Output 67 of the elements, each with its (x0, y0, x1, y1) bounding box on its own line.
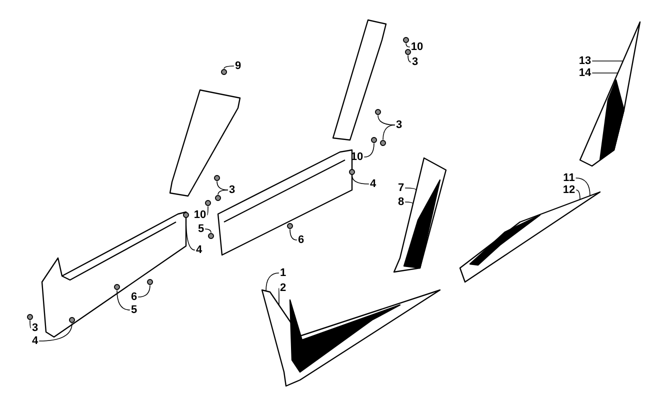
fastener (371, 137, 377, 143)
callout-number: 12 (562, 184, 576, 196)
callout-number: 4 (196, 244, 202, 256)
body-panel (261, 289, 441, 387)
fastener (114, 284, 120, 290)
callout-number: 14 (578, 67, 592, 79)
callout-number: 8 (398, 196, 404, 208)
body-panel (459, 191, 601, 283)
callout-number: 5 (198, 223, 204, 235)
fastener (208, 233, 214, 239)
callout-number: 1 (280, 267, 286, 279)
fastener (147, 279, 153, 285)
callout-number: 4 (370, 178, 376, 190)
leader-line (290, 228, 298, 240)
leader-line (352, 174, 370, 184)
fastener (375, 109, 381, 115)
callout-number: 13 (578, 55, 592, 67)
leader-line (218, 190, 228, 196)
callout-number: 5 (130, 304, 138, 316)
callout-number: 9 (234, 60, 242, 72)
leader-line (38, 322, 72, 342)
callout-number: 3 (412, 56, 418, 68)
fastener (405, 49, 411, 55)
body-panel (393, 157, 447, 273)
leader-line (408, 54, 412, 62)
leader-line (364, 142, 374, 158)
leader-line (204, 228, 212, 234)
leader-line (224, 66, 234, 70)
leader-line (404, 202, 414, 204)
leader-line (592, 72, 618, 74)
fastener (27, 314, 33, 320)
leader-line (186, 218, 196, 250)
fastener (215, 195, 221, 201)
callout-number: 11 (563, 172, 575, 184)
fastener (221, 69, 227, 75)
callout-number: 6 (130, 291, 138, 303)
callout-number: 3 (32, 322, 38, 334)
callout-number: 4 (32, 335, 38, 347)
fastener (380, 140, 386, 146)
fastener (69, 317, 75, 323)
leader-line (592, 60, 624, 62)
leader-line (138, 284, 150, 298)
leader-line (378, 114, 396, 126)
leader-line (575, 178, 590, 196)
fastener (349, 169, 355, 175)
fastener (205, 200, 211, 206)
leader-line (278, 288, 280, 306)
leader-line (406, 42, 410, 48)
leader-line (266, 272, 280, 292)
callout-number: 3 (228, 184, 236, 196)
body-panel (579, 21, 641, 167)
fastener (214, 175, 220, 181)
fastener (183, 212, 189, 218)
callout-number: 10 (410, 41, 424, 53)
leader-line (30, 320, 32, 328)
leader-line (576, 190, 580, 200)
callout-number: 2 (280, 282, 286, 294)
callout-number: 6 (298, 234, 304, 246)
leader-line (216, 180, 228, 190)
fastener (403, 37, 409, 43)
callout-number: 7 (398, 182, 404, 194)
callout-number: 10 (194, 209, 206, 221)
callout-number: 3 (396, 119, 402, 131)
fastener (287, 223, 293, 229)
leader-line (206, 206, 208, 216)
leader-line (116, 290, 130, 310)
leader-line (404, 188, 416, 190)
